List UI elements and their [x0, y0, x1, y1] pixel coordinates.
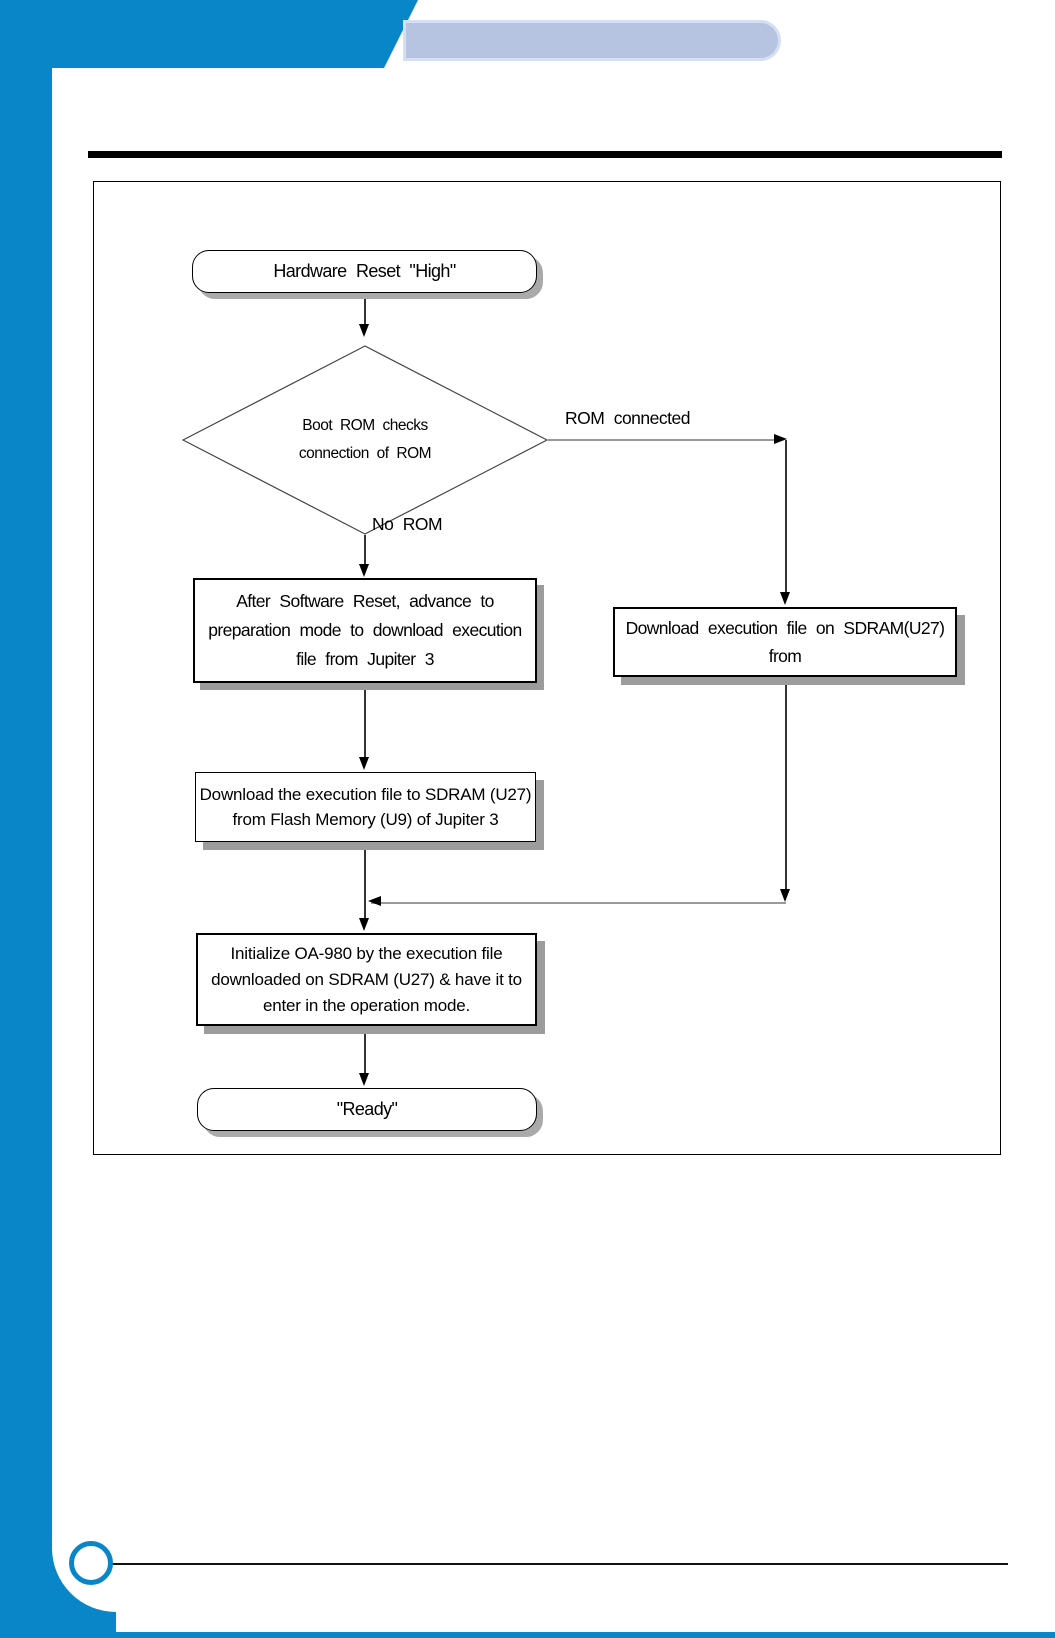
swreset-line-3: file from Jupiter 3 — [296, 649, 434, 669]
decision-line-2: connection of ROM — [298, 445, 432, 462]
swreset-line-2: preparation mode to download execution — [208, 620, 522, 640]
connector-decision-to-rombranch — [548, 439, 776, 441]
arrowhead-into-end — [359, 1073, 369, 1086]
arrowhead-into-decision — [359, 324, 369, 337]
arrowhead-merge-into-mainline — [368, 896, 381, 906]
left-sidebar-band — [0, 0, 52, 1638]
flowchart-node-initialize: Initialize OA-980 by the execution file … — [196, 933, 537, 1026]
flowchart-decision-diamond — [182, 345, 548, 535]
download-line-2: from Flash Memory (U9) of Jupiter 3 — [232, 810, 499, 829]
connector-rombox-to-merge — [785, 677, 787, 889]
connector-start-to-decision — [364, 293, 366, 324]
arrowhead-into-init — [359, 918, 369, 931]
init-line-2: downloaded on SDRAM (U27) & have it to — [211, 969, 522, 989]
arrowhead-into-download — [359, 757, 369, 770]
decision-text: Boot ROM checks connection of ROM — [182, 345, 548, 535]
flowchart-node-end: "Ready" — [197, 1088, 537, 1131]
rom-box-line-2: from — [768, 646, 802, 666]
download-line-1: Download the execution file to SDRAM (U2… — [199, 785, 532, 804]
swreset-line-1: After Software Reset, advance to — [236, 591, 494, 611]
flowchart-node-download-file: Download the execution file to SDRAM (U2… — [195, 772, 536, 842]
connector-init-to-end — [364, 1026, 366, 1073]
arrowhead-into-rombox — [780, 592, 790, 605]
connector-download-to-init — [364, 842, 366, 918]
init-line-3: enter in the operation mode. — [262, 995, 471, 1015]
flowchart-node-start: Hardware Reset "High" — [192, 250, 537, 293]
init-line-1: Initialize OA-980 by the execution file — [230, 943, 503, 963]
branch-label-rom-connected: ROM connected — [565, 408, 690, 428]
flowchart-node-rom-download: Download execution file on SDRAM(U27) fr… — [613, 607, 957, 677]
branch-label-no-rom: No ROM — [372, 514, 443, 534]
bottom-blue-strip — [110, 1632, 1055, 1638]
footer-circle-mark — [69, 1541, 113, 1585]
arrowhead-into-swreset — [359, 564, 369, 577]
rom-box-line-1: Download execution file on SDRAM(U27) — [625, 618, 945, 638]
start-label: Hardware Reset "High" — [273, 261, 456, 281]
connector-swreset-to-download — [364, 683, 366, 757]
section-rule — [88, 151, 1002, 158]
footer-rule — [92, 1563, 1008, 1565]
flowchart-node-software-reset: After Software Reset, advance to prepara… — [193, 578, 537, 683]
connector-down-to-rombox — [785, 440, 787, 592]
header-title-bar — [403, 20, 781, 61]
arrowhead-rom-merge — [780, 889, 790, 902]
connector-decision-to-swreset — [364, 535, 366, 564]
decision-line-1: Boot ROM checks — [302, 417, 428, 434]
end-label: "Ready" — [336, 1099, 398, 1119]
arrowhead-rom-branch-corner — [774, 434, 787, 444]
top-left-blue-band — [0, 0, 418, 68]
connector-merge-horizontal — [371, 902, 786, 904]
